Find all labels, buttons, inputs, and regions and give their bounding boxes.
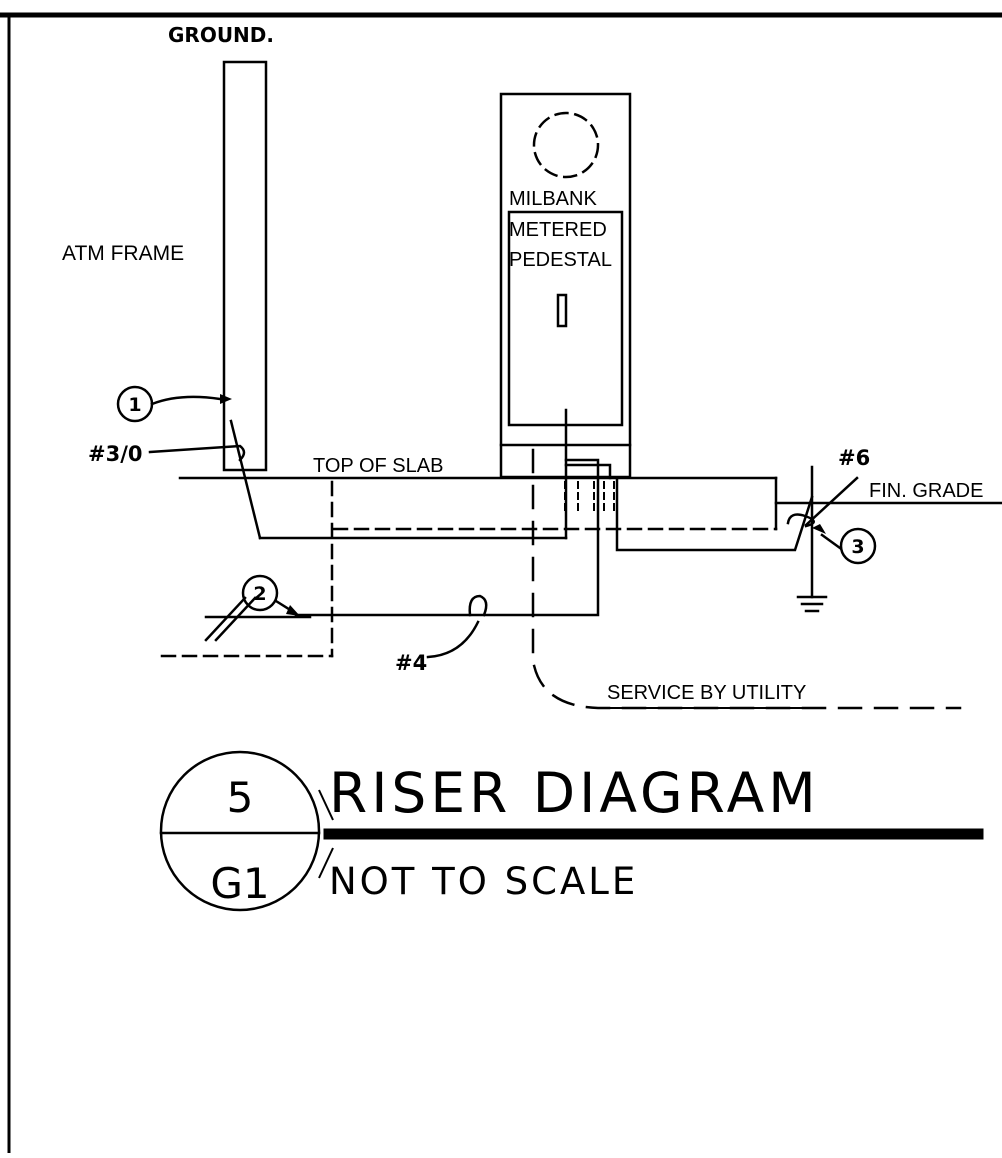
pedestal-label-line1: MILBANK: [509, 188, 597, 210]
callout-3-bubble: [839, 527, 877, 565]
ground-conductor-6: [564, 463, 859, 613]
callout-1-bubble: [116, 385, 154, 423]
wire-6-label: #6: [838, 446, 870, 470]
detail-bubble: [159, 750, 321, 912]
pedestal-label-line3: PEDESTAL: [509, 249, 612, 271]
top-of-slab-label: TOP OF SLAB: [313, 455, 443, 477]
wire-3-0-label: #3/0: [88, 442, 143, 466]
callout-2-number: 2: [253, 583, 266, 605]
service-by-utility-label: SERVICE BY UTILITY: [607, 682, 806, 704]
callout-3-arrowhead: [812, 524, 826, 534]
title-slash-bottom: [318, 847, 334, 879]
callout-1-number: 1: [128, 394, 141, 416]
diagram-subtitle: NOT TO SCALE: [329, 860, 638, 903]
callout-1-arrowhead: [220, 394, 232, 404]
ground-conductor-3-0: [148, 408, 568, 540]
callout-2-bubble: [241, 574, 279, 612]
fin-grade-label: FIN. GRADE: [869, 480, 983, 502]
ground-note: GROUND.: [168, 23, 274, 47]
slab: [160, 476, 778, 658]
diagram-title: RISER DIAGRAM: [329, 761, 820, 825]
ground-conductor-4: [204, 458, 600, 659]
utility-service-conduit: [531, 448, 962, 710]
callout-1-leader: [150, 395, 222, 406]
title-slash-top: [318, 789, 334, 821]
conduit-stubs: [564, 481, 615, 513]
atm-frame-label: ATM FRAME: [62, 242, 184, 265]
callout-3-number: 3: [851, 536, 864, 558]
pedestal-label-line2: METERED: [509, 219, 607, 241]
meter-socket: [532, 111, 600, 179]
atm-frame: [222, 60, 268, 472]
sheet-number: G1: [210, 859, 269, 908]
wire-4-label: #4: [395, 651, 427, 675]
callout-2-arrowhead: [286, 605, 300, 616]
detail-number: 5: [227, 773, 254, 822]
